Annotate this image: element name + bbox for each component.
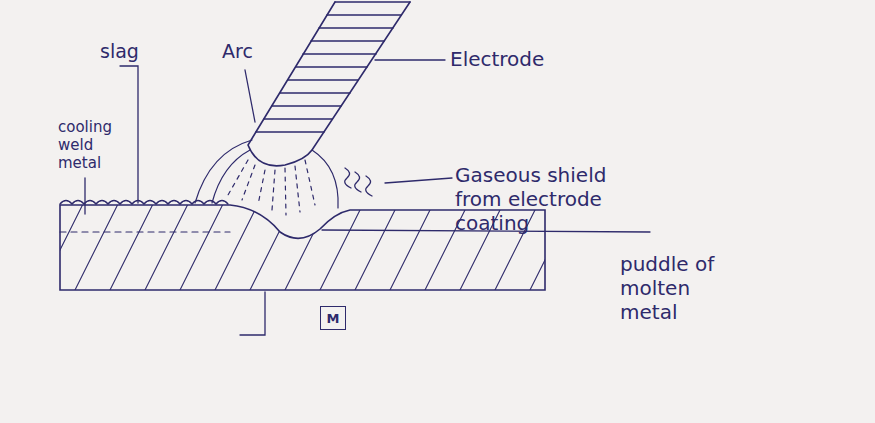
logo-letter: M [327,311,340,326]
part-label: Arc [222,40,282,63]
part-label: cooling weld metal [58,118,120,172]
gas-shield-symbol [345,168,372,196]
part-label: puddle of molten metal [620,252,730,324]
arc-symbol [195,140,338,215]
electrode-symbol [248,2,410,166]
leader-line [85,60,650,335]
part-label: Gaseous shield from electrode coating [455,163,630,235]
logo-box: M [320,306,346,330]
part-label: Electrode [450,47,590,71]
part-label: slag [100,40,160,63]
